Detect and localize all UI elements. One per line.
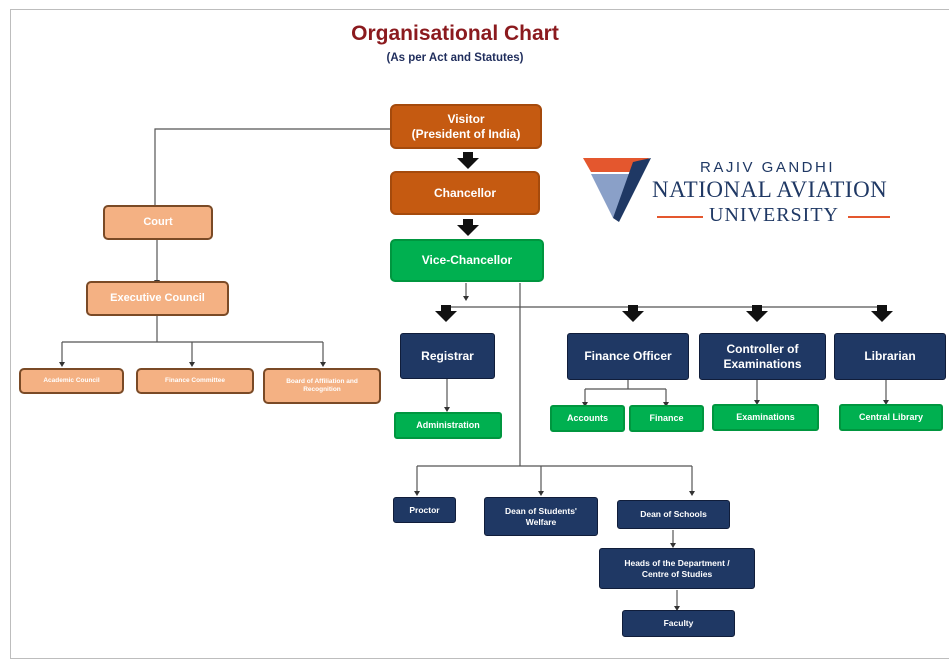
finance-box: Finance [629, 405, 704, 432]
logo-rule-right [848, 216, 890, 218]
logo-line-1: RAJIV GANDHI [700, 159, 836, 176]
logo-line-2: NATIONAL AVIATION [652, 177, 888, 202]
registrar-box: Registrar [400, 333, 495, 379]
dean-students-box: Dean of Students' Welfare [484, 497, 598, 536]
central-library-box: Central Library [839, 404, 943, 431]
logo-rule-left [657, 216, 703, 218]
executive-council-box: Executive Council [86, 281, 229, 316]
administration-box: Administration [394, 412, 502, 439]
chart-title: Organisational Chart [351, 22, 559, 45]
accounts-box: Accounts [550, 405, 625, 432]
university-logo-icon [583, 158, 651, 222]
chart-subtitle: (As per Act and Statutes) [386, 52, 524, 64]
dean-schools-box: Dean of Schools [617, 500, 730, 529]
visitor-label: Visitor [447, 112, 485, 127]
vice-chancellor-box: Vice-Chancellor [390, 239, 544, 282]
librarian-box: Librarian [834, 333, 946, 380]
visitor-box: Visitor (President of India) [390, 104, 542, 149]
chancellor-box: Chancellor [390, 171, 540, 215]
finance-officer-box: Finance Officer [567, 333, 689, 380]
logo-line-3: UNIVERSITY [709, 204, 839, 226]
board-affiliation-box: Board of Affiliation and Recognition [263, 368, 381, 404]
faculty-box: Faculty [622, 610, 735, 637]
examinations-box: Examinations [712, 404, 819, 431]
controller-box: Controller of Examinations [699, 333, 826, 380]
court-box: Court [103, 205, 213, 240]
visitor-sublabel: (President of India) [411, 126, 521, 141]
heads-department-box: Heads of the Department / Centre of Stud… [599, 548, 755, 589]
proctor-box: Proctor [393, 497, 456, 523]
finance-committee-box: Finance Committee [136, 368, 254, 394]
academic-council-box: Academic Council [19, 368, 124, 394]
